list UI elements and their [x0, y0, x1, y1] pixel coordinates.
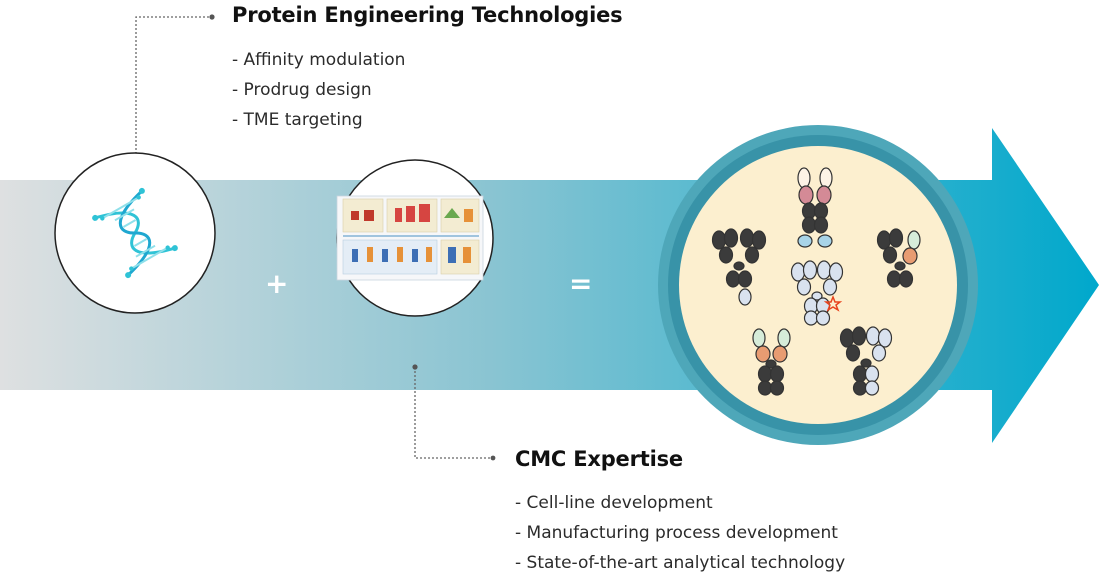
protein-engineering-title: Protein Engineering Technologies	[232, 3, 623, 27]
antibody-icon	[752, 328, 791, 396]
list-item: - Manufacturing process development	[515, 523, 838, 543]
list-item: - Prodrug design	[232, 80, 372, 100]
list-item: - Cell-line development	[515, 493, 713, 513]
antibody-icon	[797, 167, 833, 248]
list-item: - State-of-the-art analytical technology	[515, 553, 846, 573]
protein-engineering-list: - Affinity modulation - Prodrug design -…	[232, 45, 405, 135]
protein-connector-line	[135, 16, 212, 178]
cmc-expertise-title: CMC Expertise	[515, 447, 683, 471]
antibody-icon	[876, 228, 921, 288]
cmc-connector-dot	[412, 364, 418, 370]
dna-helix-icon	[92, 187, 178, 279]
star-icon	[823, 294, 843, 312]
antibody-icon	[790, 260, 844, 326]
plus-operator: +	[265, 267, 289, 300]
antibody-icon	[839, 326, 893, 396]
protein-connector-dot	[209, 14, 215, 20]
cmc-connector-end-dot	[490, 455, 496, 461]
cmc-expertise-list: - Cell-line development - Manufacturing …	[515, 488, 845, 578]
antibody-icon	[711, 228, 767, 306]
equals-operator: =	[569, 267, 593, 300]
result-inner-disc	[679, 146, 957, 424]
list-item: - TME targeting	[232, 110, 363, 130]
list-item: - Affinity modulation	[232, 50, 406, 70]
process-flow-icon	[336, 195, 484, 281]
